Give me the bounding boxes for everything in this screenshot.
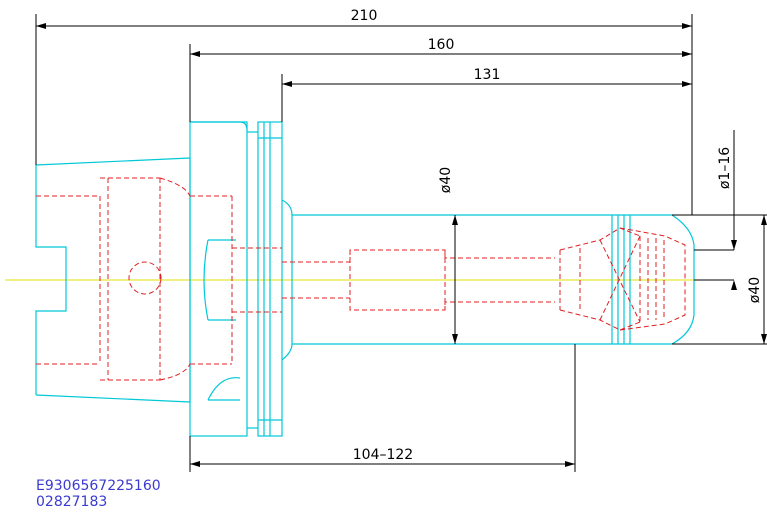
dimension-arrows: [36, 23, 767, 467]
order-code: E9306567225160: [36, 478, 161, 494]
dimension-lines: [35, 14, 767, 472]
tool-outline: [35, 121, 695, 437]
item-number: 02827183: [36, 494, 108, 510]
dim-body-diameter: ø40: [438, 167, 454, 193]
dim-nose-diameter: ø40: [747, 277, 763, 303]
hidden-lines: [36, 177, 686, 381]
dim-overall-length: 210: [351, 8, 378, 24]
dim-shank-length: 160: [428, 37, 455, 53]
dim-collet-range: ø1–16: [717, 147, 733, 189]
dim-adjustable-length: 104–122: [353, 447, 413, 463]
dim-body-length: 131: [474, 67, 501, 83]
